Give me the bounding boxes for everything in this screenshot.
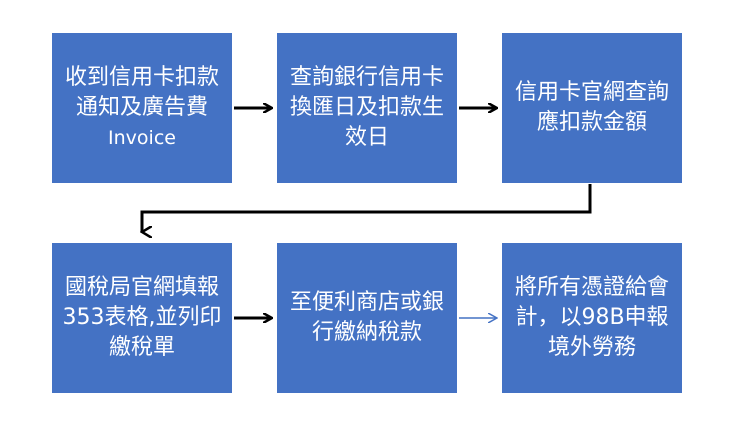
step-5-box: 至便利商店或銀 行繳納稅款 (277, 243, 457, 393)
step-5-line-1: 至便利商店或銀 (289, 290, 444, 315)
step-5-line-2: 行繳納稅款 (311, 320, 422, 345)
step-2-line-3: 效日 (344, 125, 389, 150)
step-1-line-3: Invoice (108, 127, 176, 149)
step-4-line-1: 國稅局官網填報 (64, 275, 219, 300)
step-2-line-1: 查詢銀行信用卡 (289, 65, 444, 90)
step-4-line-2: 353表格,並列印 (62, 305, 222, 330)
step-6-line-2: 計，以98B申報 (515, 305, 669, 330)
step-1-box: 收到信用卡扣款 通知及廣告費 Invoice (52, 33, 232, 183)
step-2-box: 查詢銀行信用卡 換匯日及扣款生 效日 (277, 33, 457, 183)
step-3-box: 信用卡官網查詢 應扣款金額 (502, 33, 682, 183)
step-4-box: 國稅局官網填報 353表格,並列印 繳稅單 (52, 243, 232, 393)
step-4-line-3: 繳稅單 (108, 335, 175, 360)
step-2-line-2: 換匯日及扣款生 (289, 95, 444, 120)
step-6-line-3: 境外勞務 (547, 335, 636, 360)
step-6-line-1: 將所有憑證給會 (514, 275, 669, 300)
step-3-line-2: 應扣款金額 (536, 110, 647, 135)
step-6-box: 將所有憑證給會 計，以98B申報 境外勞務 (502, 243, 682, 393)
elbow-connector-step3-to-step4 (142, 184, 592, 232)
step-1-line-1: 收到信用卡扣款 (64, 65, 219, 90)
step-1-line-2: 通知及廣告費 (75, 95, 208, 120)
step-3-line-1: 信用卡官網查詢 (514, 80, 669, 105)
